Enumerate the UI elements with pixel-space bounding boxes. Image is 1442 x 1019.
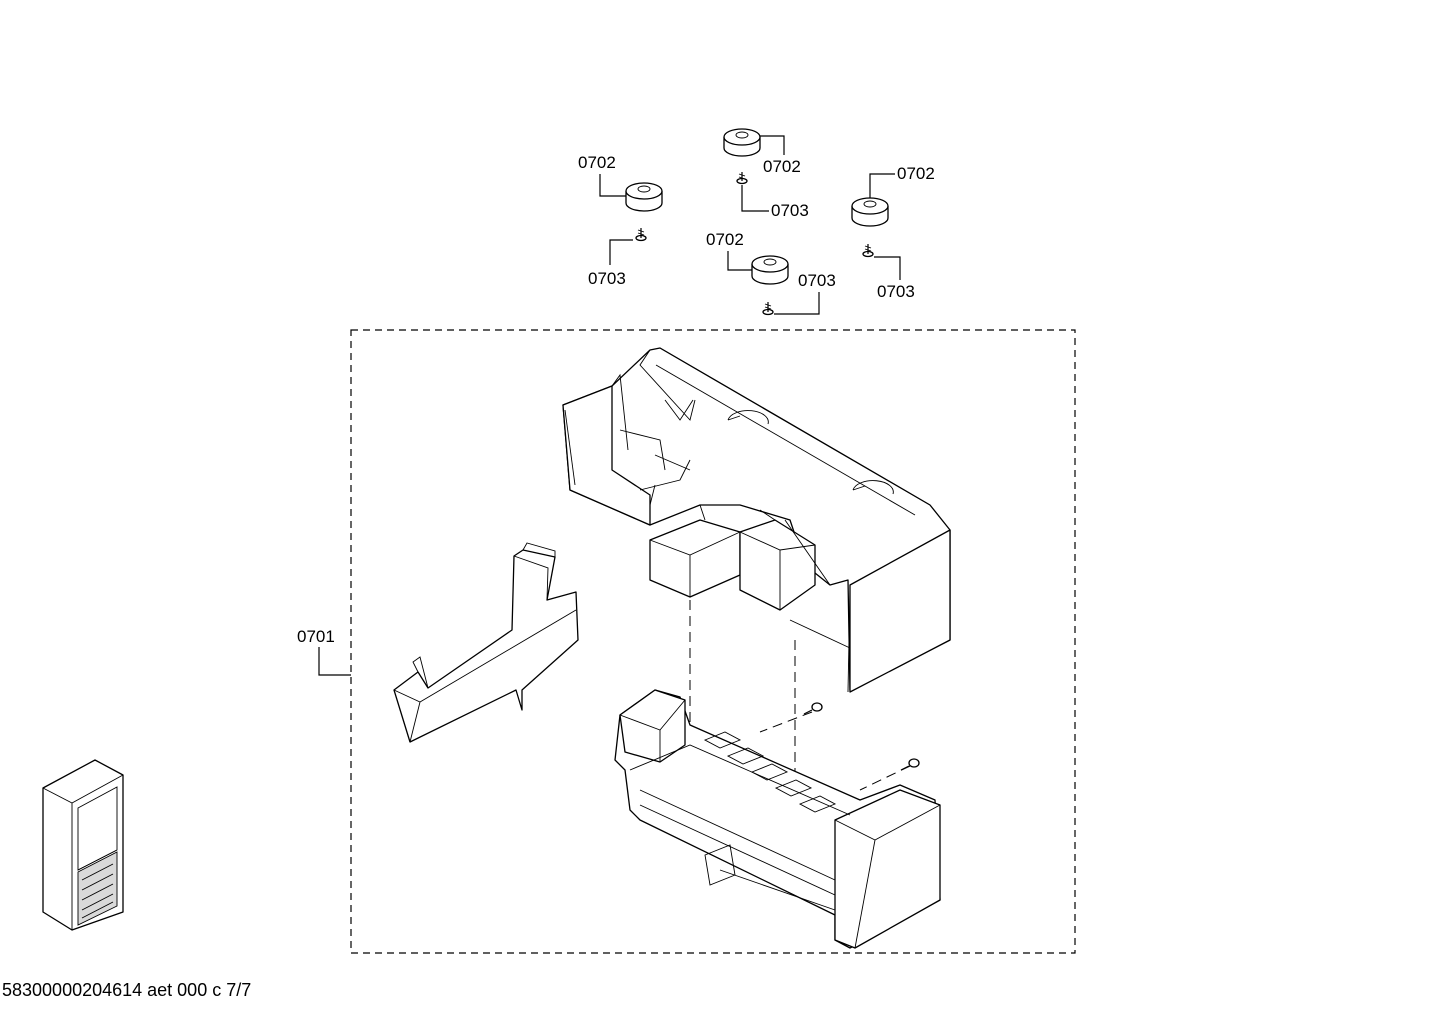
icemaker-unit[interactable] (614, 689, 941, 949)
callout-damper-left[interactable]: 0702 (578, 153, 616, 172)
callout-group[interactable]: 0701 (297, 627, 335, 646)
appliance-location-icon (42, 759, 124, 931)
screw-assembly-a[interactable] (803, 702, 823, 715)
leader-damper-left (599, 174, 626, 197)
callout-screw-top-center[interactable]: 0703 (771, 201, 809, 220)
leader-damper-right (869, 173, 895, 198)
screw-assembly-b[interactable] (900, 758, 920, 771)
screw-left[interactable] (635, 228, 647, 242)
damper-mid[interactable] (751, 255, 789, 285)
screw-mid[interactable] (762, 302, 774, 316)
callout-screw-right[interactable]: 0703 (877, 282, 915, 301)
icemaker-housing[interactable] (562, 347, 951, 693)
callout-screw-left[interactable]: 0703 (588, 269, 626, 288)
screw-right[interactable] (862, 244, 874, 258)
damper-left[interactable] (625, 182, 663, 212)
chute-cover[interactable] (393, 542, 579, 743)
leader-screw-top-center (741, 185, 769, 212)
callout-damper-mid[interactable]: 0702 (706, 230, 744, 249)
callout-screw-mid[interactable]: 0703 (798, 271, 836, 290)
leader-group (318, 647, 351, 676)
damper-right[interactable] (851, 197, 889, 227)
leader-screw-mid (774, 292, 820, 315)
screw-top-center[interactable] (736, 172, 748, 185)
document-footer: 58300000204614 aet 000 c 7/7 (2, 980, 252, 1000)
leader-damper-mid (727, 251, 752, 271)
assembly-group-frame (350, 329, 1076, 954)
damper-top-center[interactable] (723, 128, 761, 157)
leader-screw-left (609, 239, 633, 265)
assembly-guide-screw-a (759, 711, 813, 733)
callout-damper-top-center[interactable]: 0702 (763, 157, 801, 176)
leader-damper-top-center (760, 135, 785, 155)
callout-damper-right[interactable]: 0702 (897, 164, 935, 183)
leader-screw-right (874, 256, 901, 280)
